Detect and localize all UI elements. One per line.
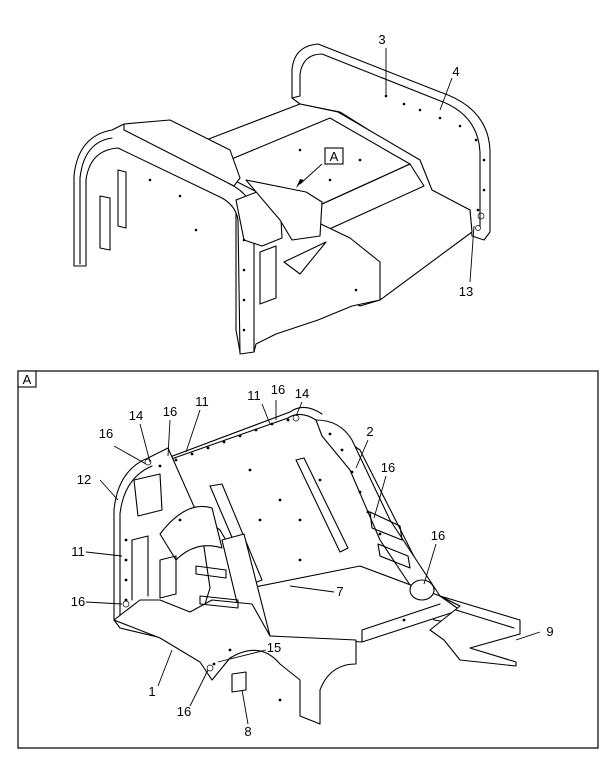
- callout-11-c: 11: [71, 544, 85, 559]
- callout-15: 15: [267, 640, 281, 655]
- callout-7: 7: [336, 584, 343, 599]
- front-arch-panel: [73, 123, 255, 355]
- brace-right: [295, 457, 349, 553]
- detail-frame-tag: [17, 370, 37, 388]
- front-cover: [123, 119, 241, 187]
- callout-16-a: 16: [99, 426, 113, 441]
- round-cover: [409, 579, 435, 601]
- top-assembly-view: A 3 4 13: [73, 32, 491, 355]
- detail-arrow: [296, 179, 304, 188]
- callout-14-a: 14: [129, 408, 143, 423]
- callout-16-b: 16: [163, 404, 177, 419]
- guard-plate: [245, 179, 323, 241]
- callout-4: 4: [452, 64, 459, 79]
- callout-16-f: 16: [431, 528, 445, 543]
- lower-skirt: [113, 599, 357, 725]
- callout-16-e: 16: [381, 460, 395, 475]
- callout-9: 9: [546, 624, 553, 639]
- callout-1: 1: [148, 684, 155, 699]
- callout-16-g: 16: [177, 704, 191, 719]
- callout-11-b: 11: [247, 388, 261, 403]
- detail-frame-label: A: [23, 372, 32, 387]
- detail-ref-box: [324, 147, 344, 165]
- callout-12: 12: [77, 472, 91, 487]
- bracket-8: [231, 671, 247, 693]
- rear-extension-plate: [429, 595, 521, 667]
- callout-2: 2: [366, 424, 373, 439]
- callout-3: 3: [378, 32, 385, 47]
- detail-frame: [17, 370, 599, 749]
- callout-13: 13: [459, 284, 473, 299]
- callout-16-c: 16: [271, 382, 285, 397]
- detail-a-view: 16 14 16 11 11 16 14 2 12 11 16 16 16 7 …: [71, 382, 554, 739]
- callout-14-b: 14: [295, 386, 309, 401]
- callout-11-a: 11: [195, 394, 209, 409]
- callout-16-d: 16: [71, 594, 85, 609]
- curved-shroud: [159, 505, 223, 561]
- callout-8: 8: [244, 724, 251, 739]
- detail-ref-label: A: [330, 149, 339, 164]
